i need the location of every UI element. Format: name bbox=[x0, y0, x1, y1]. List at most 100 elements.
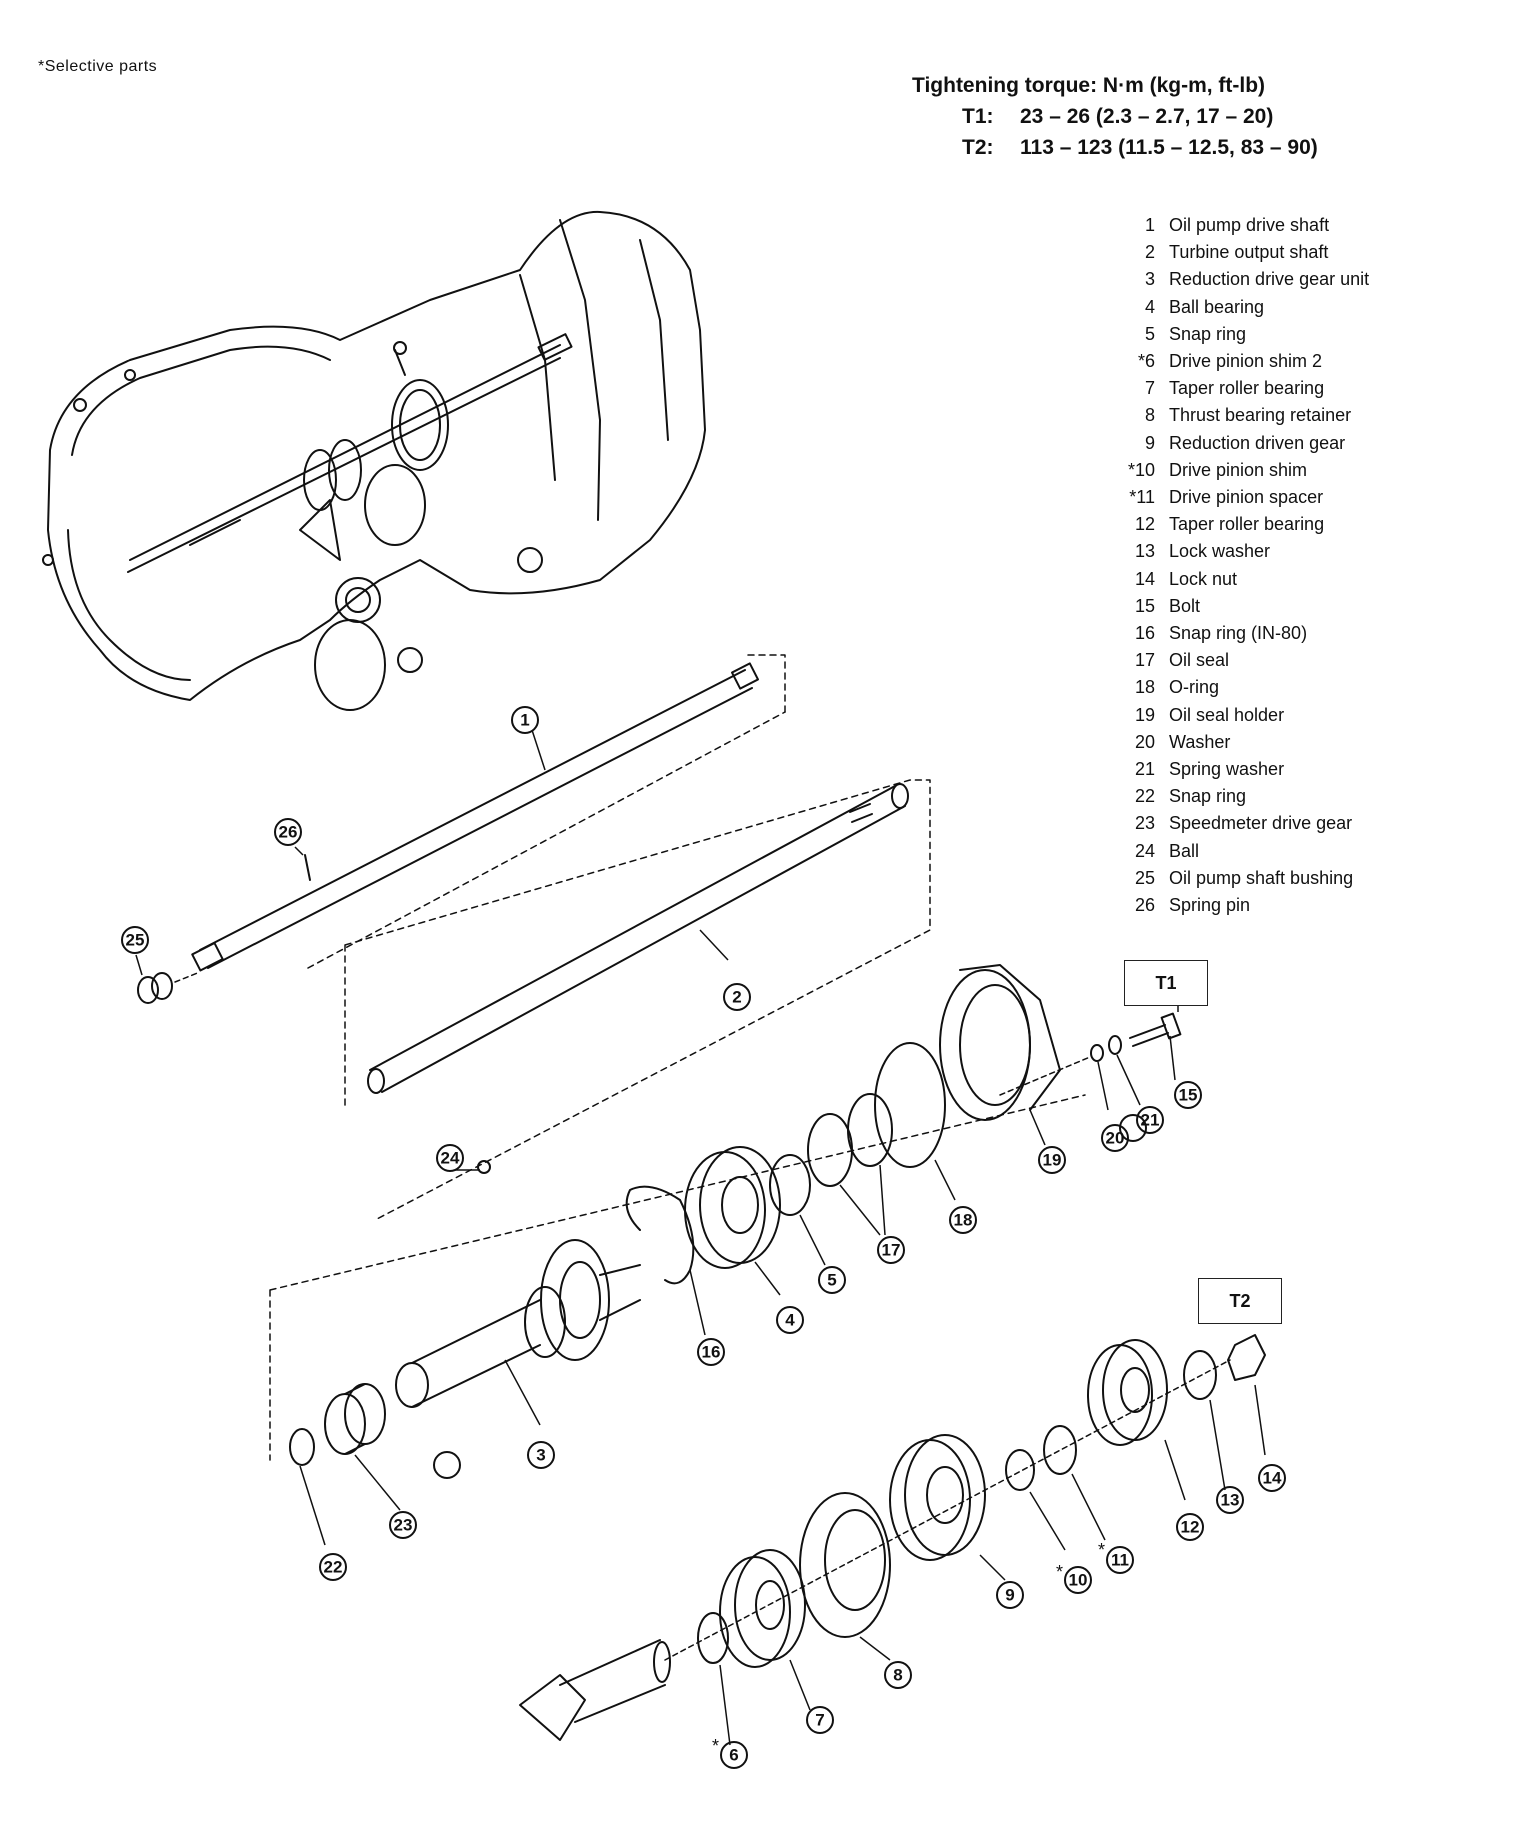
torque-label-t1: T1: bbox=[962, 105, 994, 128]
callout-18: 18 bbox=[954, 1211, 973, 1230]
legend-number: 1 bbox=[1144, 215, 1155, 235]
legend-part-name: Drive pinion shim 2 bbox=[1169, 351, 1323, 372]
legend-item: 20 Washer bbox=[1105, 729, 1369, 756]
legend-part-name: Speedmeter drive gear bbox=[1169, 813, 1353, 834]
callout-13: 13 bbox=[1221, 1491, 1240, 1510]
legend-part-name: Taper roller bearing bbox=[1169, 378, 1325, 399]
callout-17: 17 bbox=[882, 1241, 901, 1260]
shim-10-drawing bbox=[1005, 1449, 1035, 1491]
legend-number: 21 bbox=[1134, 759, 1155, 780]
legend-part-name: Bolt bbox=[1169, 595, 1201, 616]
legend-number: 19 bbox=[1134, 704, 1155, 725]
torque-box-t1: T1 bbox=[1124, 960, 1208, 1006]
legend-item: 23 Speedmeter drive gear bbox=[1105, 810, 1369, 837]
legend-number: 9 bbox=[1144, 432, 1155, 453]
legend-item: 21 Spring washer bbox=[1105, 756, 1369, 783]
bushing-drawing bbox=[137, 971, 201, 1004]
lock-washer-drawing bbox=[1183, 1350, 1217, 1400]
spacer-11-drawing bbox=[1043, 1425, 1077, 1475]
callout-10: 10 bbox=[1069, 1571, 1088, 1590]
legend-number: 3 bbox=[1144, 269, 1155, 290]
callout-5: 5 bbox=[827, 1271, 836, 1290]
turbine-output-shaft-drawing bbox=[367, 783, 909, 1094]
legend-number: 14 bbox=[1134, 568, 1155, 589]
torque-label-t2: T2: bbox=[962, 136, 994, 159]
legend-number: 23 bbox=[1134, 813, 1155, 834]
selective-parts-note: *Selective parts bbox=[38, 58, 158, 75]
callout-20: 20 bbox=[1106, 1129, 1125, 1148]
legend-number: 12 bbox=[1134, 514, 1155, 535]
legend-part-name: Taper roller bearing bbox=[1169, 514, 1325, 535]
legend-item: 13 Lock washer bbox=[1105, 538, 1369, 565]
callout-9: 9 bbox=[1005, 1586, 1014, 1605]
legend-part-name: Reduction drive gear unit bbox=[1169, 269, 1370, 290]
torque-heading: Tightening torque: N·m (kg-m, ft-lb) bbox=[912, 74, 1266, 97]
shim-6-drawing bbox=[697, 1612, 729, 1664]
asterisk-11: * bbox=[1098, 1540, 1105, 1560]
snap-ring-5-drawing bbox=[769, 1154, 811, 1216]
callout-25: 25 bbox=[126, 931, 145, 950]
legend-number: 13 bbox=[1134, 541, 1155, 562]
oil-seal-holder-drawing bbox=[939, 964, 1061, 1121]
legend-part-name: Washer bbox=[1169, 731, 1231, 752]
callout-22: 22 bbox=[324, 1558, 343, 1577]
legend-part-name: Lock washer bbox=[1169, 541, 1271, 562]
legend-item: 19 Oil seal holder bbox=[1105, 702, 1369, 729]
speedometer-gear-drawing bbox=[289, 1383, 386, 1466]
lock-nut-drawing bbox=[1227, 1334, 1266, 1381]
asterisk-6: * bbox=[712, 1736, 719, 1756]
callout-6: 6 bbox=[729, 1746, 738, 1765]
o-ring-drawing bbox=[874, 1042, 946, 1168]
washer-drawing bbox=[1090, 1044, 1104, 1062]
legend-item: 14 Lock nut bbox=[1105, 566, 1369, 593]
callout-16: 16 bbox=[702, 1343, 721, 1362]
legend-number: 26 bbox=[1134, 895, 1155, 916]
legend-number: 17 bbox=[1134, 650, 1155, 671]
bolt-drawing bbox=[1129, 1012, 1182, 1047]
legend-item: *11 Drive pinion spacer bbox=[1105, 484, 1369, 511]
legend-number: 16 bbox=[1134, 623, 1155, 644]
asterisk-10: * bbox=[1056, 1562, 1063, 1582]
thrust-bearing-retainer-drawing bbox=[799, 1492, 891, 1638]
legend-number: 5 bbox=[1144, 323, 1155, 344]
callout-26: 26 bbox=[279, 823, 298, 842]
legend-part-name: Oil seal bbox=[1169, 650, 1230, 671]
legend-part-name: Oil seal holder bbox=[1169, 704, 1285, 725]
legend-number: *6 bbox=[1137, 351, 1155, 372]
oil-pump-drive-shaft-drawing bbox=[191, 662, 759, 972]
callout-24: 24 bbox=[441, 1149, 460, 1168]
callout-14: 14 bbox=[1263, 1469, 1282, 1488]
oil-seal-drawing bbox=[807, 1093, 893, 1187]
legend-part-name: Lock nut bbox=[1169, 568, 1238, 589]
legend-number: *11 bbox=[1129, 487, 1155, 508]
legend-number: *10 bbox=[1127, 459, 1155, 480]
legend-part-name: Oil pump shaft bushing bbox=[1169, 867, 1354, 888]
legend-number: 8 bbox=[1144, 405, 1155, 426]
taper-roller-bearing-7-drawing bbox=[719, 1549, 806, 1668]
legend-part-name: Drive pinion spacer bbox=[1169, 487, 1324, 508]
legend-number: 22 bbox=[1134, 786, 1155, 807]
callout-2: 2 bbox=[732, 988, 741, 1007]
legend-number: 15 bbox=[1134, 595, 1155, 616]
callout-15: 15 bbox=[1179, 1086, 1198, 1105]
callout-12: 12 bbox=[1181, 1518, 1200, 1537]
torque-row-t1: T1:23 – 26 (2.3 – 2.7, 17 – 20) bbox=[912, 101, 1318, 132]
callout-3: 3 bbox=[536, 1446, 545, 1465]
legend-part-name: Spring washer bbox=[1169, 759, 1285, 780]
legend-part-name: Ball bearing bbox=[1169, 296, 1265, 317]
spring-washer-drawing bbox=[1108, 1035, 1122, 1055]
reduction-drive-gear-drawing bbox=[395, 1160, 641, 1408]
snap-ring-drawing bbox=[625, 1185, 695, 1285]
legend-number: 20 bbox=[1134, 731, 1155, 752]
legend-number: 2 bbox=[1144, 242, 1155, 263]
